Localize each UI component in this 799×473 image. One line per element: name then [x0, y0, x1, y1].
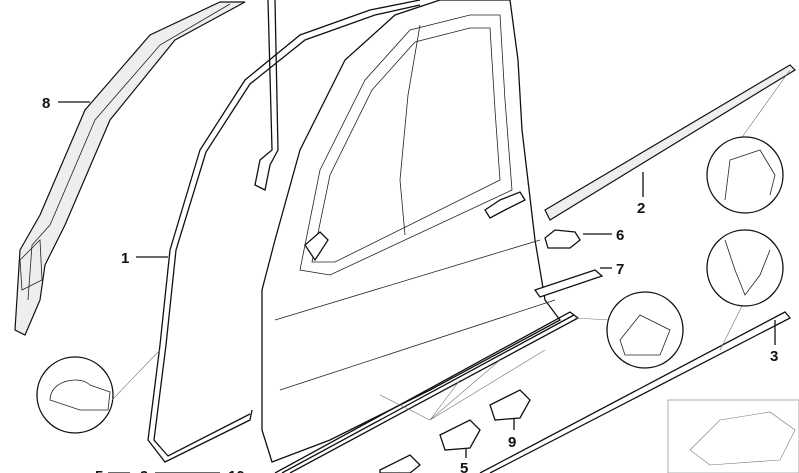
trim-part-7 — [533, 269, 604, 298]
leader-lines — [58, 101, 776, 473]
car-thumbnail — [667, 399, 799, 473]
label-6: 6 — [616, 227, 624, 244]
label-7: 7 — [616, 261, 624, 278]
door-shell — [261, 0, 561, 463]
a-pillar-trim — [14, 1, 246, 336]
door-bottom-strip — [274, 311, 611, 473]
label-10: 10 — [228, 468, 245, 473]
window-moulding — [544, 64, 796, 221]
label-9: 9 — [508, 434, 516, 451]
label-2: 2 — [637, 200, 645, 217]
clip-part-6 — [544, 229, 581, 249]
detail-circles — [36, 136, 784, 434]
label-8: 8 — [42, 95, 50, 112]
label-1: 1 — [121, 250, 129, 267]
label-5-bottom: 5 — [95, 468, 103, 473]
door-seal — [147, 0, 421, 463]
label-5: 5 — [460, 460, 468, 473]
label-3: 3 — [770, 348, 778, 365]
clips — [379, 349, 546, 473]
label-9-bottom: 9 — [140, 468, 148, 473]
rocker-moulding — [479, 299, 792, 473]
